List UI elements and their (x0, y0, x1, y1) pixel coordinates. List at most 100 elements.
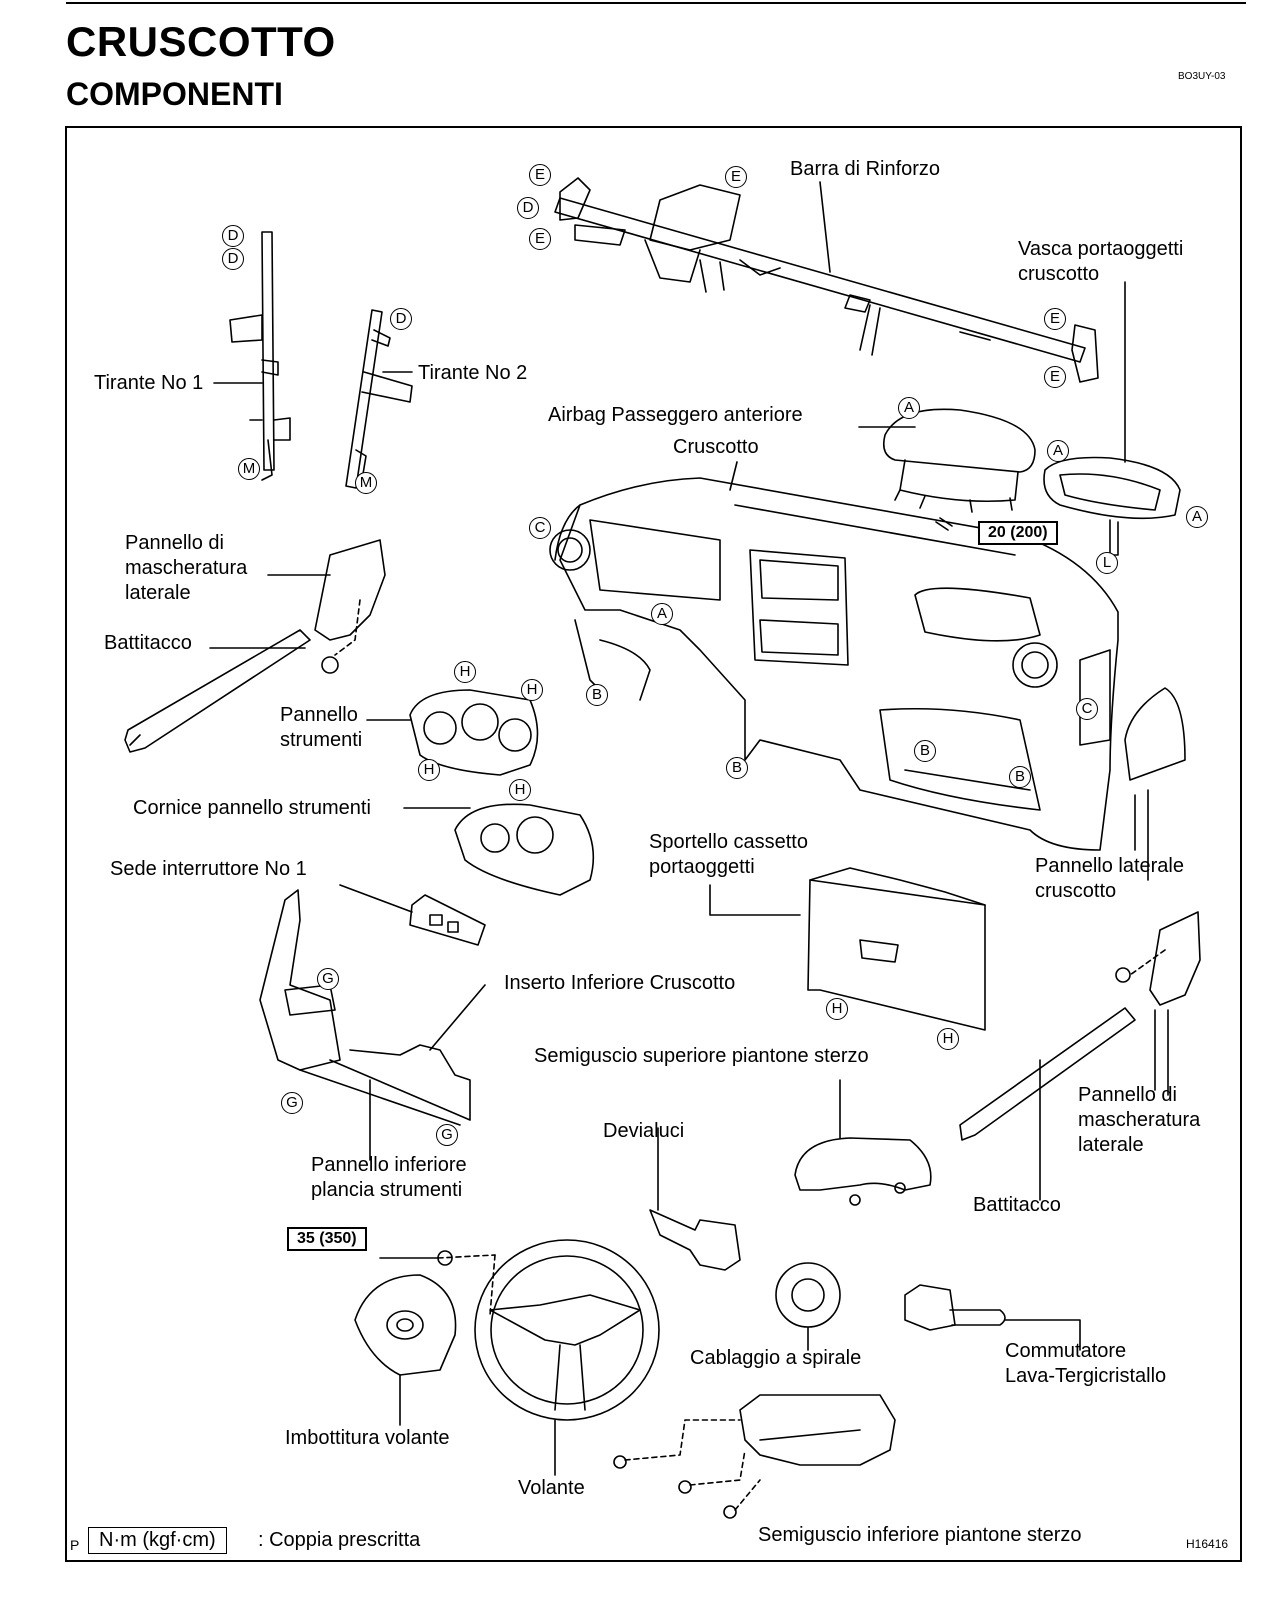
right-scuff-plate-drawing (959, 1007, 1136, 1201)
page-subtitle: COMPONENTI (66, 76, 283, 112)
callout-e: E (1044, 366, 1066, 388)
reinforcement-bar-drawing (554, 177, 1099, 383)
lower-panel-drawing (259, 889, 486, 1161)
header-rule (66, 2, 1246, 4)
switch-base-drawing (339, 884, 486, 946)
cluster-bezel-drawing (403, 803, 595, 896)
label-right-trim-2: mascheratura (1078, 1109, 1201, 1131)
label-switch-base: Sede interruttore No 1 (110, 858, 307, 880)
callout-h: H (509, 779, 531, 801)
label-right-trim-1: Pannello di (1078, 1084, 1177, 1106)
callout-d: D (222, 248, 244, 270)
label-glove-door-2: portaoggetti (649, 856, 755, 878)
headlight-switch-drawing (649, 1127, 741, 1271)
left-scuff-plate-drawing (124, 629, 311, 753)
callout-h: H (937, 1028, 959, 1050)
callout-l: L (1096, 552, 1118, 574)
label-left-trim-3: laterale (125, 582, 191, 604)
steering-wheel-drawing (379, 1239, 660, 1476)
label-cluster-1: Pannello (280, 704, 358, 726)
callout-h: H (418, 759, 440, 781)
callout-c: C (1076, 698, 1098, 720)
callout-d: D (222, 225, 244, 247)
callout-a: A (1047, 440, 1069, 462)
doc-code: BO3UY-03 (1178, 71, 1226, 82)
label-lower-panel-1: Pannello inferiore (311, 1154, 467, 1176)
callout-g: G (317, 968, 339, 990)
callout-a: A (1186, 506, 1208, 528)
dashboard-drawing (549, 477, 1119, 851)
label-left-trim-1: Pannello di (125, 532, 224, 554)
label-right-trim-3: laterale (1078, 1134, 1144, 1156)
callout-e: E (1044, 308, 1066, 330)
callout-b: B (726, 757, 748, 779)
callout-d: D (517, 197, 539, 219)
label-horn-pad: Imbottitura volante (285, 1427, 450, 1449)
callout-e: E (529, 164, 551, 186)
callout-g: G (281, 1092, 303, 1114)
left-side-trim-drawing (267, 539, 386, 674)
label-wiper-switch-1: Commutatore (1005, 1340, 1127, 1362)
label-spiral-cable: Cablaggio a spirale (690, 1347, 862, 1369)
spiral-cable-drawing (775, 1262, 841, 1351)
passenger-airbag-drawing (882, 408, 1036, 531)
callout-b: B (586, 684, 608, 706)
page-mark: P (70, 1537, 80, 1553)
label-dash-side-2: cruscotto (1035, 880, 1117, 902)
brace-2-drawing (345, 309, 413, 489)
wiper-switch-drawing (904, 1284, 1081, 1351)
callout-b: B (1009, 766, 1031, 788)
dash-side-panel-drawing (1124, 687, 1186, 881)
label-reinforcement-bar: Barra di Rinforzo (790, 158, 941, 180)
glove-box-door-drawing (709, 867, 986, 1031)
label-lower-panel-2: plancia strumenti (311, 1179, 463, 1201)
label-dashboard: Cruscotto (673, 436, 759, 458)
label-headlight-switch: Devialuci (603, 1120, 685, 1142)
label-right-scuff: Battitacco (973, 1194, 1061, 1216)
page-title: CRUSCOTTO (66, 18, 336, 65)
callout-e: E (529, 228, 551, 250)
torque-steering-nut: 35 (350) (287, 1227, 367, 1251)
label-dash-side-1: Pannello laterale (1035, 855, 1184, 877)
label-left-scuff: Battitacco (104, 632, 192, 654)
leader-lines (213, 181, 1156, 1091)
label-bezel: Cornice pannello strumenti (133, 797, 371, 819)
callout-c: C (529, 517, 551, 539)
callout-m: M (355, 472, 377, 494)
label-cluster-2: strumenti (280, 729, 363, 751)
torque-legend-text: : Coppia prescritta (258, 1529, 421, 1551)
glove-tray-drawing (1043, 456, 1181, 556)
label-upper-column-cover: Semiguscio superiore piantone sterzo (534, 1045, 869, 1067)
label-glove-door-1: Sportello cassetto (649, 831, 808, 853)
label-lower-column-cover: Semiguscio inferiore piantone sterzo (758, 1524, 1082, 1546)
label-passenger-airbag: Airbag Passeggero anteriore (548, 404, 803, 426)
label-lower-insert: Inserto Inferiore Cruscotto (504, 972, 736, 994)
callout-a: A (651, 603, 673, 625)
horn-pad-drawing (354, 1274, 457, 1426)
callout-d: D (390, 308, 412, 330)
torque-airbag-bolt: 20 (200) (978, 521, 1058, 545)
lower-column-cover-drawing (613, 1394, 896, 1519)
label-steering-wheel: Volante (518, 1477, 585, 1499)
diagram-frame (65, 126, 1242, 1562)
label-brace-2: Tirante No 2 (418, 362, 528, 384)
brace-1-drawing (229, 231, 291, 481)
callout-h: H (454, 661, 476, 683)
label-wiper-switch-2: Lava-Tergicristallo (1005, 1365, 1167, 1387)
label-brace-1: Tirante No 1 (94, 372, 204, 394)
upper-column-cover-drawing (794, 1079, 932, 1206)
callout-g: G (436, 1124, 458, 1146)
callout-e: E (725, 166, 747, 188)
label-left-trim-2: mascheratura (125, 557, 248, 579)
right-side-trim-drawing (1115, 911, 1201, 1096)
callout-h: H (826, 998, 848, 1020)
label-glove-tray-2: cruscotto (1018, 263, 1100, 285)
instrument-cluster-drawing (366, 689, 539, 776)
callout-b: B (914, 740, 936, 762)
figure-id: H16416 (1186, 1537, 1229, 1551)
callout-a: A (898, 397, 920, 419)
callout-m: M (238, 458, 260, 480)
callout-h: H (521, 679, 543, 701)
torque-unit-box: N·m (kgf·cm) (88, 1527, 227, 1554)
